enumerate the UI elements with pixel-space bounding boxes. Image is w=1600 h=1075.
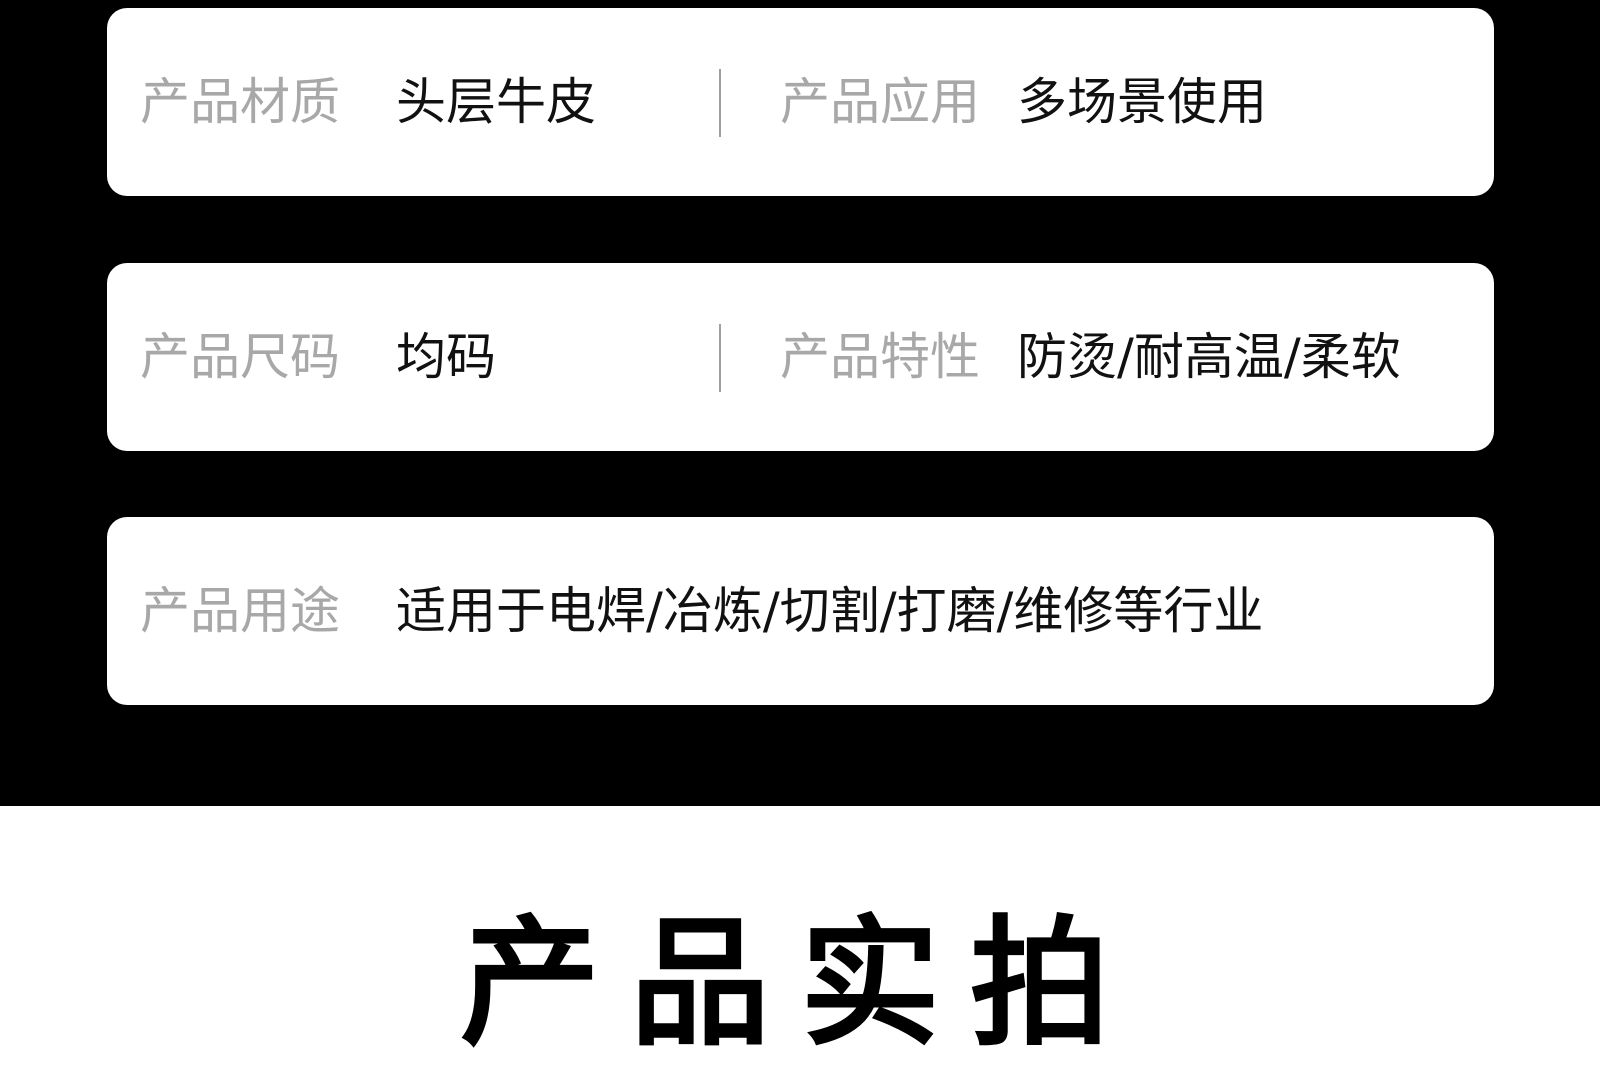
spec-label-application: 产品应用 (780, 73, 980, 131)
spec-divider (719, 69, 721, 137)
spec-label-usage: 产品用途 (140, 582, 340, 640)
spec-divider (719, 324, 721, 392)
spec-card-usage: 产品用途 适用于电焊/冶炼/切割/打磨/维修等行业 (107, 517, 1494, 705)
spec-value-size: 均码 (396, 328, 496, 386)
spec-value-material: 头层牛皮 (396, 73, 596, 131)
spec-card-material-application: 产品材质 头层牛皮 产品应用 多场景使用 (107, 8, 1494, 196)
spec-value-usage: 适用于电焊/冶炼/切割/打磨/维修等行业 (396, 582, 1264, 640)
spec-value-application: 多场景使用 (1017, 73, 1267, 131)
spec-card-size-feature: 产品尺码 均码 产品特性 防烫/耐高温/柔软 (107, 263, 1494, 451)
spec-label-material: 产品材质 (140, 73, 340, 131)
spec-label-feature: 产品特性 (780, 328, 980, 386)
spec-label-size: 产品尺码 (140, 328, 340, 386)
spec-value-feature: 防烫/耐高温/柔软 (1017, 328, 1401, 386)
spec-section: 产品材质 头层牛皮 产品应用 多场景使用 产品尺码 均码 产品特性 防烫/耐高温… (0, 0, 1600, 806)
section-heading: 产品实拍 (459, 903, 1140, 1066)
